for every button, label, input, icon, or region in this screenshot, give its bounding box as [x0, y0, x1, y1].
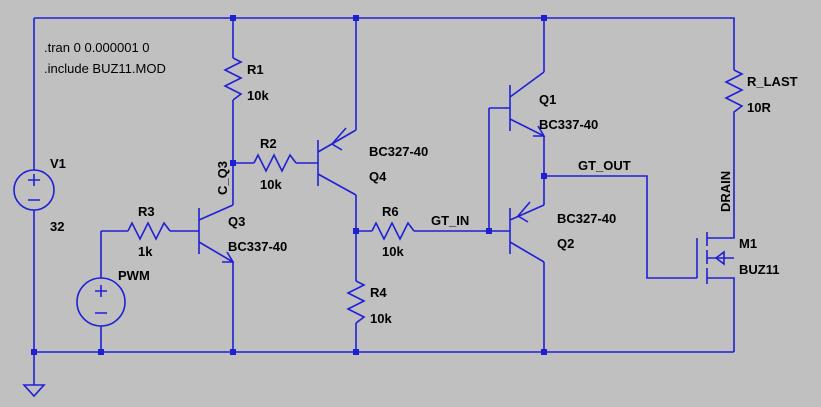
- m1-name: M1: [739, 236, 757, 251]
- voltage-source-pwm[interactable]: [76, 277, 126, 327]
- junction: [541, 15, 547, 21]
- voltage-source-v1[interactable]: [13, 169, 55, 211]
- r2-value: 10k: [260, 177, 282, 192]
- junctions: [31, 15, 547, 355]
- wires: [33, 17, 735, 385]
- q4-name: Q4: [369, 169, 387, 184]
- r3-value: 1k: [138, 244, 153, 259]
- r3-name: R3: [138, 204, 155, 219]
- junction: [541, 349, 547, 355]
- transistor-q2[interactable]: [509, 201, 545, 263]
- resistor-r6[interactable]: [371, 221, 415, 241]
- r4-name: R4: [370, 285, 387, 300]
- r6-name: R6: [382, 204, 399, 219]
- junction: [486, 228, 492, 234]
- r-last-value: 10R: [747, 100, 771, 115]
- transistor-q4[interactable]: [317, 127, 357, 196]
- junction: [353, 228, 359, 234]
- directive-tran: .tran 0 0.000001 0: [44, 40, 150, 55]
- q1-name: Q1: [539, 92, 556, 107]
- r6-value: 10k: [382, 244, 404, 259]
- q1-value: BC337-40: [539, 117, 598, 132]
- q2-name: Q2: [557, 236, 574, 251]
- resistor-r4[interactable]: [346, 280, 366, 324]
- junction: [541, 173, 547, 179]
- v1-name: V1: [50, 156, 66, 171]
- q2-value: BC327-40: [557, 211, 616, 226]
- r2-name: R2: [260, 136, 277, 151]
- q3-name: Q3: [228, 214, 245, 229]
- r-last-name: R_LAST: [747, 74, 798, 89]
- r1-value: 10k: [247, 88, 269, 103]
- junction: [230, 349, 236, 355]
- net-gt-out: GT_OUT: [578, 158, 631, 173]
- junction: [98, 349, 104, 355]
- pwm-name: PWM: [118, 268, 150, 283]
- junction: [230, 15, 236, 21]
- r4-value: 10k: [370, 311, 392, 326]
- junction: [31, 349, 37, 355]
- transistor-q3[interactable]: [198, 204, 235, 263]
- resistor-r-last[interactable]: [724, 69, 744, 120]
- resistor-r2[interactable]: [253, 153, 297, 173]
- junction: [353, 349, 359, 355]
- net-drain: DRAIN: [718, 171, 733, 212]
- q4-value: BC327-40: [369, 144, 428, 159]
- resistor-r1[interactable]: [223, 57, 243, 101]
- net-c-q3: C_Q3: [215, 161, 230, 195]
- q3-value: BC337-40: [228, 239, 287, 254]
- directive-include: .include BUZ11.MOD: [44, 61, 166, 76]
- net-gt-in: GT_IN: [431, 213, 469, 228]
- junction: [230, 160, 236, 166]
- ground-symbol: [22, 384, 46, 398]
- transistor-q1[interactable]: [509, 71, 546, 137]
- junction: [353, 15, 359, 21]
- v1-value: 32: [50, 219, 64, 234]
- m1-value: BUZ11: [739, 262, 779, 277]
- resistor-r3[interactable]: [127, 221, 171, 241]
- mosfet-m1[interactable]: [696, 230, 735, 286]
- r1-name: R1: [247, 62, 264, 77]
